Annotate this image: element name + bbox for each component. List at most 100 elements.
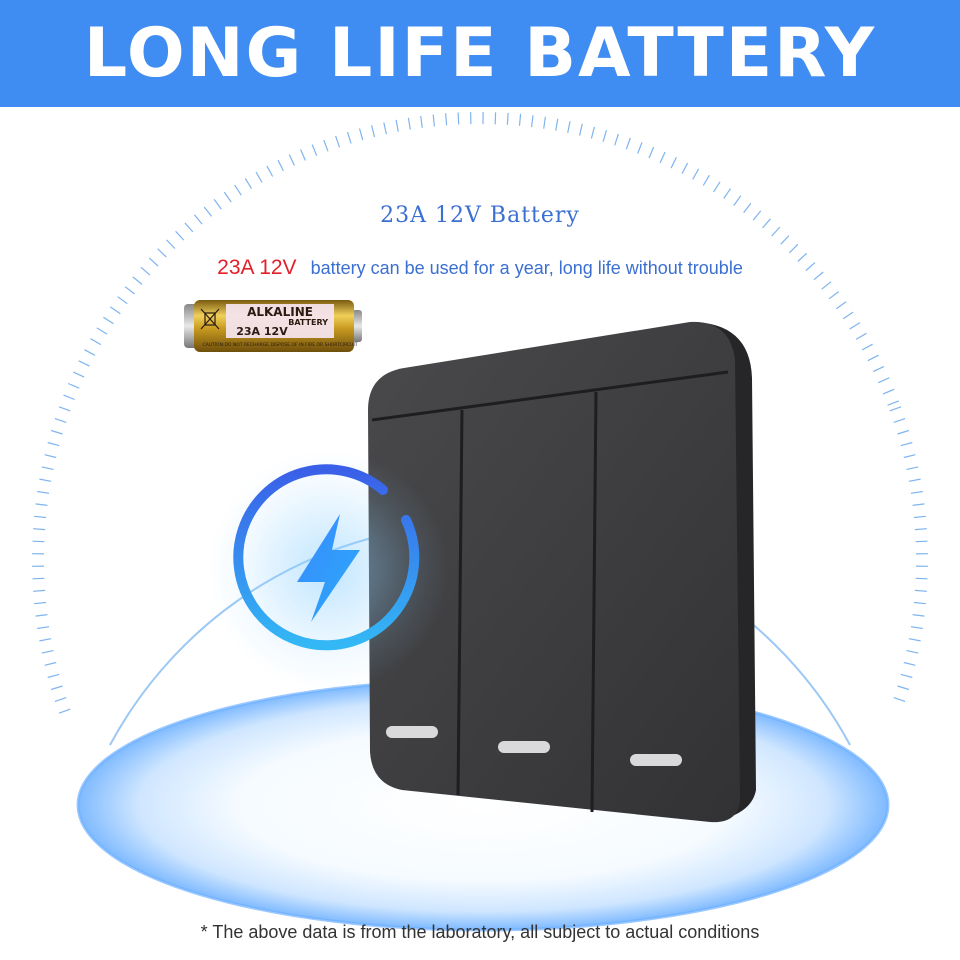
orbit-tick (335, 135, 341, 148)
orbit-tick (63, 394, 75, 401)
orbit-tick (109, 306, 121, 315)
orbit-tick (828, 291, 840, 300)
orbit-tick (132, 276, 143, 285)
orbit-tick (614, 133, 619, 146)
orbit-tick (266, 165, 274, 177)
orbit-tick (733, 195, 742, 206)
orbit-tick (692, 168, 700, 180)
orbit-tick (41, 466, 54, 470)
orbit-tick (882, 388, 895, 395)
orbit-tick (912, 503, 925, 506)
orbit-tick (887, 400, 900, 406)
indicator-left (386, 726, 438, 738)
orbit-tick (637, 142, 643, 154)
orbit-tick (625, 137, 631, 150)
battery-highlight: 23A 12V (217, 256, 297, 279)
orbit-tick (861, 343, 873, 351)
battery-caution: CAUTION:DO NOT RECHARGE DISPOSE OF IN FI… (202, 342, 357, 348)
battery-23a-12v: ALKALINE BATTERY 23A 12V CAUTION:DO NOT … (184, 300, 362, 352)
orbit-tick (681, 162, 689, 174)
orbit-tick (34, 515, 47, 519)
orbit-tick (906, 466, 919, 470)
orbit-tick (35, 614, 48, 617)
orbit-tick (44, 661, 57, 666)
orbit-tick (855, 332, 867, 340)
orbit-tick (579, 123, 583, 136)
orbit-tick (889, 406, 902, 412)
orbit-tick (702, 174, 710, 186)
indicator-right (630, 754, 682, 766)
orbit-tick (903, 661, 916, 666)
orbit-tick (50, 685, 63, 691)
orbit-tick (659, 151, 666, 164)
orbit-tick (166, 239, 176, 249)
orbit-tick (346, 131, 352, 144)
orbit-tick (124, 286, 135, 295)
battery-brand: ALKALINE (247, 305, 313, 319)
orbit-tick (910, 490, 923, 494)
orbit-tick (67, 382, 80, 389)
orbit-tick (35, 503, 48, 506)
orbit-tick (849, 322, 861, 330)
orbit-tick (914, 589, 927, 592)
orbit-tick (371, 125, 376, 138)
battery-type: BATTERY (288, 318, 328, 327)
orbit-tick (58, 406, 71, 412)
orbit-tick (900, 673, 913, 679)
orbit-tick (867, 354, 879, 362)
orbit-tick (300, 149, 306, 161)
orbit-tick (648, 146, 655, 159)
orbit-tick (713, 181, 721, 193)
orbit-tick (897, 685, 910, 691)
orbit-tick (567, 121, 571, 134)
orbit-tick (311, 144, 318, 156)
orbit-tick (255, 171, 263, 183)
orbit-tick (32, 540, 45, 543)
orbit-tick (223, 191, 232, 203)
orbit-tick (117, 296, 128, 305)
switch-top-edge (371, 370, 729, 422)
orbit-tick (878, 377, 890, 384)
orbit-tick (506, 112, 509, 125)
orbit-tick (555, 118, 559, 131)
orbit-tick (752, 210, 762, 221)
orbit-tick (184, 222, 194, 233)
orbit-tick (34, 601, 47, 605)
orbit-tick (457, 112, 460, 125)
orbit-tick (148, 257, 159, 267)
orbit-tick (58, 708, 71, 714)
orbit-tick (54, 697, 67, 702)
orbit-tick (788, 243, 799, 254)
energy-ring (233, 464, 420, 651)
orbit-tick (893, 418, 906, 423)
orbit-tick (37, 490, 50, 494)
orbit-tick (518, 113, 522, 126)
lightning-bolt-icon (297, 514, 360, 622)
product-scene: ALKALINE BATTERY 23A 12V CAUTION:DO NOT … (31, 111, 929, 932)
orbit-tick (103, 316, 114, 325)
title-banner: LONG LIFE BATTERY (0, 0, 960, 107)
indicator-middle (498, 741, 550, 753)
orbit-tick (323, 139, 329, 152)
orbit-tick (900, 441, 913, 447)
orbit-tick (96, 327, 108, 335)
orbit-tick (906, 650, 919, 654)
orbit-tick (780, 235, 790, 245)
orbit-tick (33, 528, 46, 531)
orbit-tick (872, 365, 885, 373)
orbit-tick (277, 159, 284, 172)
battery-subtitle: 23A 12V Battery (380, 203, 580, 228)
orbit-tick (157, 248, 167, 258)
orbit-tick (288, 154, 295, 166)
orbit-tick (175, 230, 185, 241)
orbit-tick (358, 128, 364, 141)
orbit-tick (407, 117, 411, 130)
page-title: LONG LIFE BATTERY (83, 14, 877, 93)
orbit-tick (670, 157, 677, 169)
orbit-tick (805, 262, 816, 271)
orbit-tick (32, 577, 45, 580)
orbit-tick (44, 454, 57, 459)
orbit-tick (531, 115, 534, 128)
orbit-tick (383, 122, 387, 135)
switch-gap-1 (456, 409, 464, 796)
